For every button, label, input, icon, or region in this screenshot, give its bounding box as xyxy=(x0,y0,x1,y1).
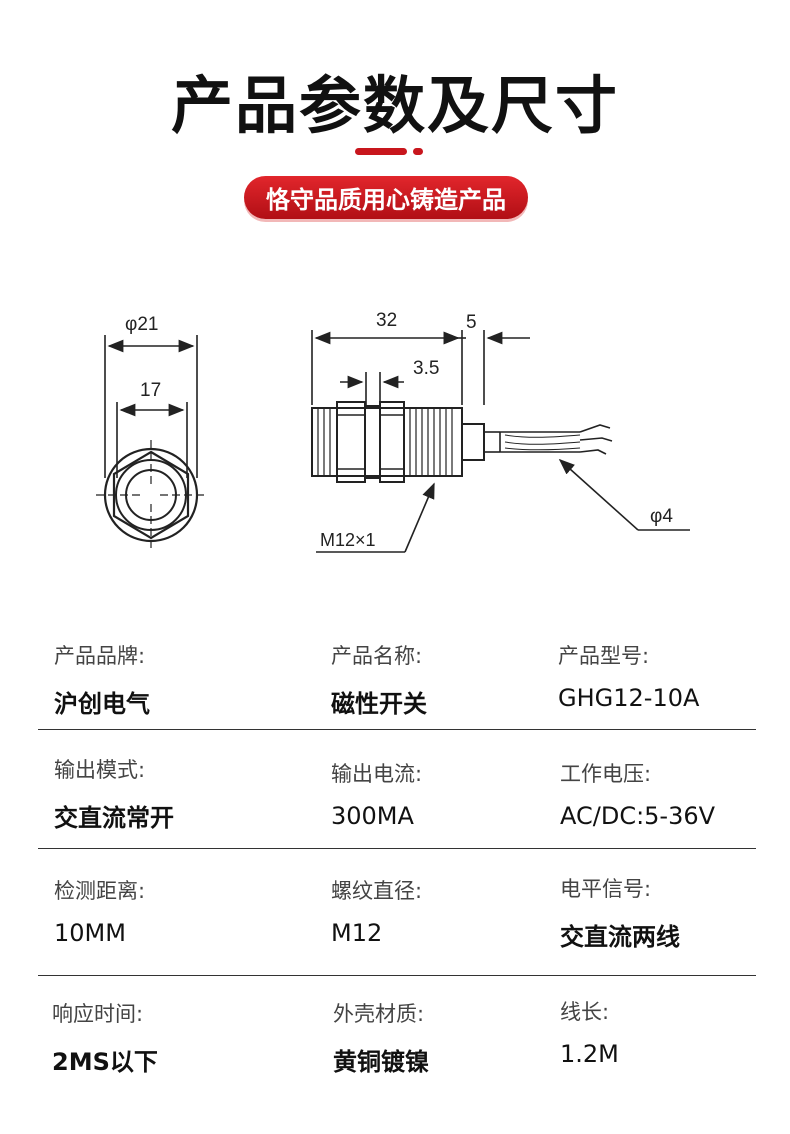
front-outer-diameter-label: φ21 xyxy=(125,314,158,335)
spec-output-current: 输出电流: 300MA xyxy=(331,758,422,830)
spec-row: 产品品牌: 沪创电气 产品名称: 磁性开关 产品型号: GHG12-10A xyxy=(38,615,756,730)
spec-shell-material: 外壳材质: 黄铜镀镍 xyxy=(333,998,429,1077)
nut-width-label: 3.5 xyxy=(413,358,439,379)
spec-value: GHG12-10A xyxy=(558,684,700,712)
spec-row: 输出模式: 交直流常开 输出电流: 300MA 工作电压: AC/DC:5-36… xyxy=(38,730,756,849)
spec-value: 磁性开关 xyxy=(331,690,427,718)
spec-label: 输出模式: xyxy=(54,758,146,782)
spec-label: 工作电压: xyxy=(560,762,652,786)
spec-label: 产品型号: xyxy=(558,644,650,668)
title-accent-line xyxy=(355,148,407,155)
spec-label: 线长: xyxy=(560,1000,610,1024)
spec-value: 交直流两线 xyxy=(560,923,680,951)
spec-brand: 产品品牌: 沪创电气 xyxy=(54,640,150,719)
spec-label: 螺纹直径: xyxy=(331,879,423,903)
spec-label: 电平信号: xyxy=(560,877,652,901)
spec-label: 输出电流: xyxy=(331,762,423,786)
page-title: 产品参数及尺寸 xyxy=(170,69,619,142)
spec-value: 10MM xyxy=(54,919,126,947)
spec-response-time: 响应时间: 2MS以下 xyxy=(52,998,158,1077)
cable-diameter-label: φ4 xyxy=(650,506,673,527)
spec-value: 1.2M xyxy=(560,1040,619,1068)
spec-product-name: 产品名称: 磁性开关 xyxy=(331,640,427,719)
title-accent-dot xyxy=(413,148,423,155)
spec-working-voltage: 工作电压: AC/DC:5-36V xyxy=(560,758,715,830)
spec-table: 产品品牌: 沪创电气 产品名称: 磁性开关 产品型号: GHG12-10A 输出… xyxy=(38,615,756,1096)
spec-value: M12 xyxy=(331,919,383,947)
spec-value: 2MS以下 xyxy=(52,1048,158,1076)
side-length-label: 32 xyxy=(376,310,397,331)
spec-label: 产品名称: xyxy=(331,644,423,668)
spec-value: 交直流常开 xyxy=(54,804,174,832)
spec-value: 300MA xyxy=(331,802,414,830)
spec-value: 沪创电气 xyxy=(54,690,150,718)
slogan-badge: 恪守品质用心铸造产品 xyxy=(244,176,528,219)
spec-thread-diameter: 螺纹直径: M12 xyxy=(331,875,422,947)
spec-detection-distance: 检测距离: 10MM xyxy=(54,875,145,947)
spec-label: 响应时间: xyxy=(52,1002,144,1026)
spec-value: 黄铜镀镍 xyxy=(333,1048,429,1076)
spec-output-mode: 输出模式: 交直流常开 xyxy=(54,754,174,833)
front-inner-width-label: 17 xyxy=(140,380,161,401)
spec-value: AC/DC:5-36V xyxy=(560,802,716,830)
spec-row: 响应时间: 2MS以下 外壳材质: 黄铜镀镍 线长: 1.2M xyxy=(38,976,756,1096)
spec-level-signal: 电平信号: 交直流两线 xyxy=(560,873,680,952)
spec-label: 检测距离: xyxy=(54,879,146,903)
spec-model: 产品型号: GHG12-10A xyxy=(558,640,699,712)
spec-label: 外壳材质: xyxy=(333,1002,425,1026)
spec-cable-length: 线长: 1.2M xyxy=(560,996,619,1068)
thread-label: M12×1 xyxy=(320,530,376,550)
dimension-drawing: φ21 17 32 5 3.5 M12×1 φ4 xyxy=(96,310,690,553)
spec-label: 产品品牌: xyxy=(54,644,146,668)
tail-length-label: 5 xyxy=(466,312,477,333)
spec-row: 检测距离: 10MM 螺纹直径: M12 电平信号: 交直流两线 xyxy=(38,849,756,976)
